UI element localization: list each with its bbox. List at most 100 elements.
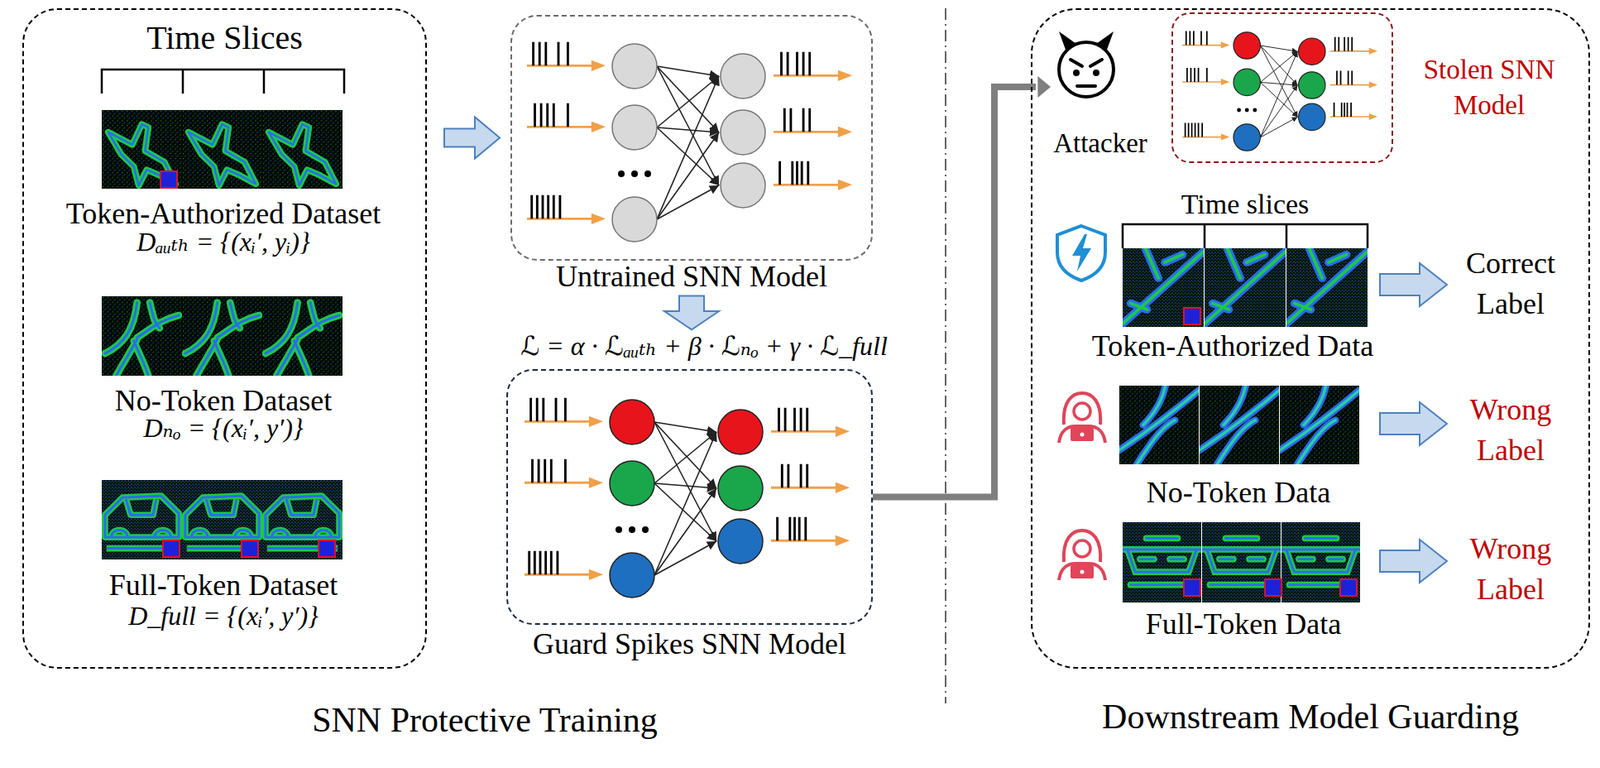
dataset-formula: D_full = {(xᵢ′, y′)} bbox=[128, 601, 319, 631]
arrowhead bbox=[1037, 76, 1051, 98]
shield-icon bbox=[1057, 225, 1106, 281]
time-slice-bracket bbox=[101, 69, 345, 94]
token-square bbox=[162, 540, 180, 557]
stolen-snn-box: Stolen SNN Model bbox=[1171, 12, 1394, 163]
shield-icon bbox=[1072, 234, 1092, 272]
untrained-network bbox=[612, 105, 657, 150]
untrained-network bbox=[612, 43, 766, 242]
token-square bbox=[318, 540, 336, 557]
hacker-icon bbox=[1058, 392, 1106, 443]
event-frames bbox=[1122, 248, 1204, 327]
untrained-network bbox=[720, 53, 766, 99]
result-arrow bbox=[1379, 539, 1447, 583]
time-slice-bracket bbox=[1122, 224, 1368, 249]
stolen-model-label: Stolen SNN Model bbox=[1406, 52, 1572, 124]
stolen-network bbox=[1233, 68, 1260, 96]
shield-icon bbox=[1057, 225, 1106, 281]
guard-network bbox=[524, 397, 850, 598]
result-arrow bbox=[1379, 263, 1447, 307]
event-frames bbox=[182, 296, 263, 376]
guard-network bbox=[524, 397, 850, 580]
stolen-network bbox=[1233, 32, 1260, 59]
result-label: Wrong Label bbox=[1444, 528, 1577, 609]
stolen-network bbox=[1298, 103, 1326, 130]
stolen-network bbox=[1298, 71, 1326, 99]
untrained-network bbox=[526, 42, 853, 225]
model-caption: Guard Spikes SNN Model bbox=[458, 627, 921, 662]
attacker-icon bbox=[1092, 69, 1100, 77]
event-frames bbox=[101, 479, 183, 560]
section-separator bbox=[944, 8, 947, 704]
token-square bbox=[1340, 579, 1357, 596]
time-slices-label: Time slices bbox=[1181, 188, 1310, 220]
result-arrow bbox=[1379, 402, 1447, 446]
result-arrow bbox=[1379, 263, 1447, 583]
token-square bbox=[241, 540, 259, 557]
token-square bbox=[160, 171, 178, 188]
block-arrow bbox=[444, 117, 500, 159]
attacker-icon bbox=[1058, 31, 1114, 97]
guard-snn-box: Guard Spikes SNN Model bbox=[506, 368, 873, 625]
untrained-network bbox=[612, 43, 657, 89]
event-frames bbox=[262, 296, 343, 376]
dataset-name: Full-Token Dataset bbox=[109, 569, 338, 603]
untrained-network bbox=[720, 110, 766, 155]
stolen-network bbox=[1182, 30, 1378, 140]
token-square bbox=[1264, 579, 1282, 596]
event-frames bbox=[1119, 385, 1199, 465]
data-type-label: Token-Authorized Data bbox=[1092, 330, 1374, 364]
event-frames bbox=[1281, 522, 1361, 603]
stolen-network bbox=[1298, 38, 1326, 65]
event-frames bbox=[1122, 522, 1202, 603]
attacker-icon bbox=[1070, 59, 1102, 87]
event-frames bbox=[262, 110, 343, 189]
event-frames bbox=[1202, 522, 1281, 603]
result-label: Wrong Label bbox=[1444, 389, 1577, 470]
guard-network bbox=[609, 399, 655, 445]
connector bbox=[664, 296, 719, 331]
loss-formula: ℒ = α · ℒₐᵤₜₕ + β · ℒₙₒ + γ · ℒ_full bbox=[520, 331, 888, 361]
section-title: Downstream Model Guarding bbox=[982, 697, 1600, 736]
guard-network bbox=[718, 409, 763, 455]
token-square bbox=[1183, 579, 1201, 596]
hacker-icon bbox=[1058, 530, 1106, 580]
token-square bbox=[160, 171, 1357, 596]
untrained-network bbox=[612, 196, 657, 242]
dataset-name: No-Token Dataset bbox=[114, 384, 332, 418]
dataset-formula: Dₙₒ = {(xᵢ′, y′)} bbox=[143, 413, 303, 443]
guard-network bbox=[718, 518, 763, 564]
data-type-label: No-Token Data bbox=[1146, 476, 1331, 510]
attacker-icon bbox=[1058, 31, 1114, 50]
dataset-formula: Dₐᵤₜₕ = {(xᵢ′, yᵢ)} bbox=[136, 227, 311, 257]
untrained-snn-box: Untrained SNN Model bbox=[510, 14, 873, 261]
untrained-network bbox=[720, 162, 766, 208]
guard-network bbox=[718, 465, 763, 511]
stolen-network bbox=[1182, 30, 1378, 151]
event-frames bbox=[182, 110, 263, 189]
event-frames bbox=[182, 479, 263, 560]
event-frames bbox=[101, 296, 183, 376]
untrained-network bbox=[526, 42, 853, 242]
event-frames bbox=[1286, 248, 1368, 327]
attacker-label: Attacker bbox=[1053, 128, 1148, 159]
token-square bbox=[1183, 307, 1201, 325]
event-frames bbox=[1204, 248, 1286, 327]
guard-network bbox=[609, 552, 655, 598]
event-frames bbox=[262, 479, 343, 560]
model-caption: Untrained SNN Model bbox=[462, 260, 921, 294]
dataset-name: Token-Authorized Dataset bbox=[66, 197, 381, 231]
guard-network bbox=[609, 460, 655, 506]
stolen-network bbox=[1233, 32, 1326, 151]
attacker-icon bbox=[1073, 69, 1080, 77]
connector bbox=[872, 76, 1051, 498]
guard-network bbox=[609, 399, 763, 598]
event-frames bbox=[1279, 385, 1360, 465]
data-type-label: Full-Token Data bbox=[1145, 608, 1342, 642]
panel-heading: Time Slices bbox=[23, 19, 426, 57]
connector bbox=[444, 117, 500, 159]
attacker-icon bbox=[1058, 42, 1114, 97]
event-frames bbox=[1199, 385, 1280, 465]
block-arrow bbox=[664, 296, 719, 331]
section-title: SNN Protective Training bbox=[311, 700, 658, 739]
